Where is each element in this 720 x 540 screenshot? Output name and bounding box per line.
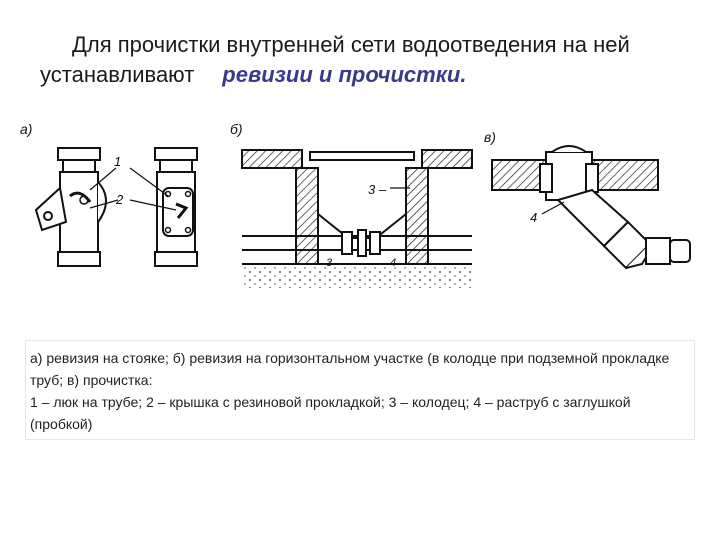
title-line-2: устанавливают [40, 62, 195, 87]
callout-4: 4 [390, 257, 396, 269]
title-line-1: Для прочистки внутренней сети водоотведе… [72, 32, 630, 57]
figure-b-label: б) [230, 121, 243, 137]
slide-title: Для прочистки внутренней сети водоотведе… [40, 30, 700, 90]
figure-a-revision-on-riser: а) 1 2 [20, 121, 198, 267]
pipe-revision-drawings: а) 1 2 б) [20, 121, 691, 288]
title-emphasis: ревизии и прочистки. [222, 62, 467, 87]
figure-c-cleanout: в) 4 [484, 129, 691, 270]
figure-c-label: в) [484, 129, 496, 145]
caption-line-1: а) ревизия на стояке; б) ревизия на гори… [30, 350, 670, 388]
figure-b-revision-in-well: б) 3 – 3 4 [230, 121, 473, 288]
caption-line-2: 1 – люк на трубе; 2 – крышка с резиновой… [30, 394, 631, 432]
callout-3: 3 [326, 257, 333, 269]
callout-1: 1 [114, 154, 121, 169]
figure-a-label: а) [20, 121, 32, 137]
callout-3-well: 3 – [368, 182, 387, 197]
callout-4-cleanout: 4 [530, 210, 537, 225]
figure-caption: а) ревизия на стояке; б) ревизия на гори… [25, 340, 695, 440]
callout-2: 2 [115, 192, 124, 207]
